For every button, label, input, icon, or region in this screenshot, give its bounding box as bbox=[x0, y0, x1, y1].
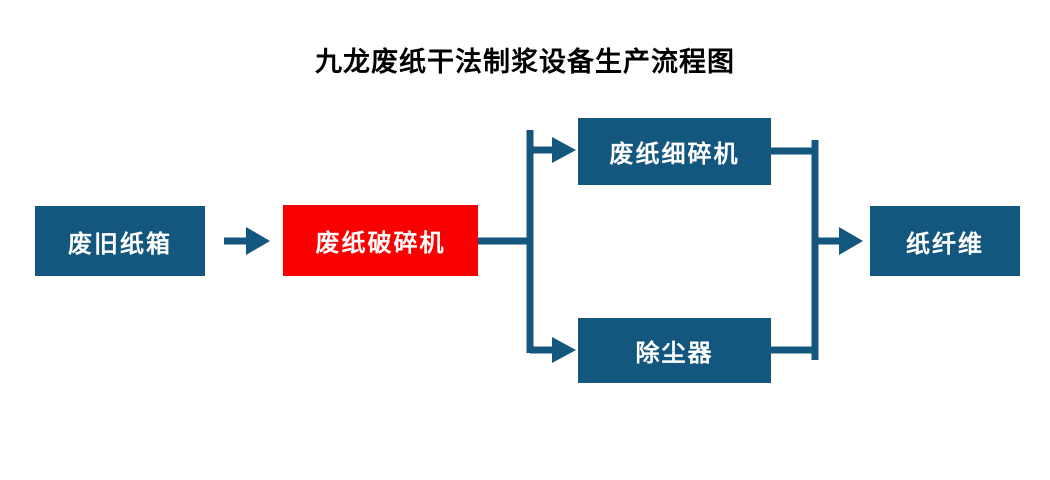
edge-merge-to-paper-fiber-arrow bbox=[815, 227, 863, 255]
edge-split-to-dust-collector-arrow bbox=[530, 337, 576, 363]
edge-crusher-to-split-line bbox=[477, 130, 534, 353]
node-dust-collector: 除尘器 bbox=[578, 318, 771, 383]
edge-cardboard-to-crusher-arrow bbox=[224, 227, 270, 255]
node-waste-cardboard: 废旧纸箱 bbox=[35, 206, 205, 276]
node-paper-fiber: 纸纤维 bbox=[870, 206, 1020, 276]
node-paper-crusher: 废纸破碎机 bbox=[283, 205, 478, 276]
diagram-title: 九龙废纸干法制浆设备生产流程图 bbox=[315, 47, 735, 77]
edge-split-to-fine-crusher-arrow bbox=[530, 137, 576, 163]
node-fine-crusher: 废纸细碎机 bbox=[578, 118, 771, 185]
